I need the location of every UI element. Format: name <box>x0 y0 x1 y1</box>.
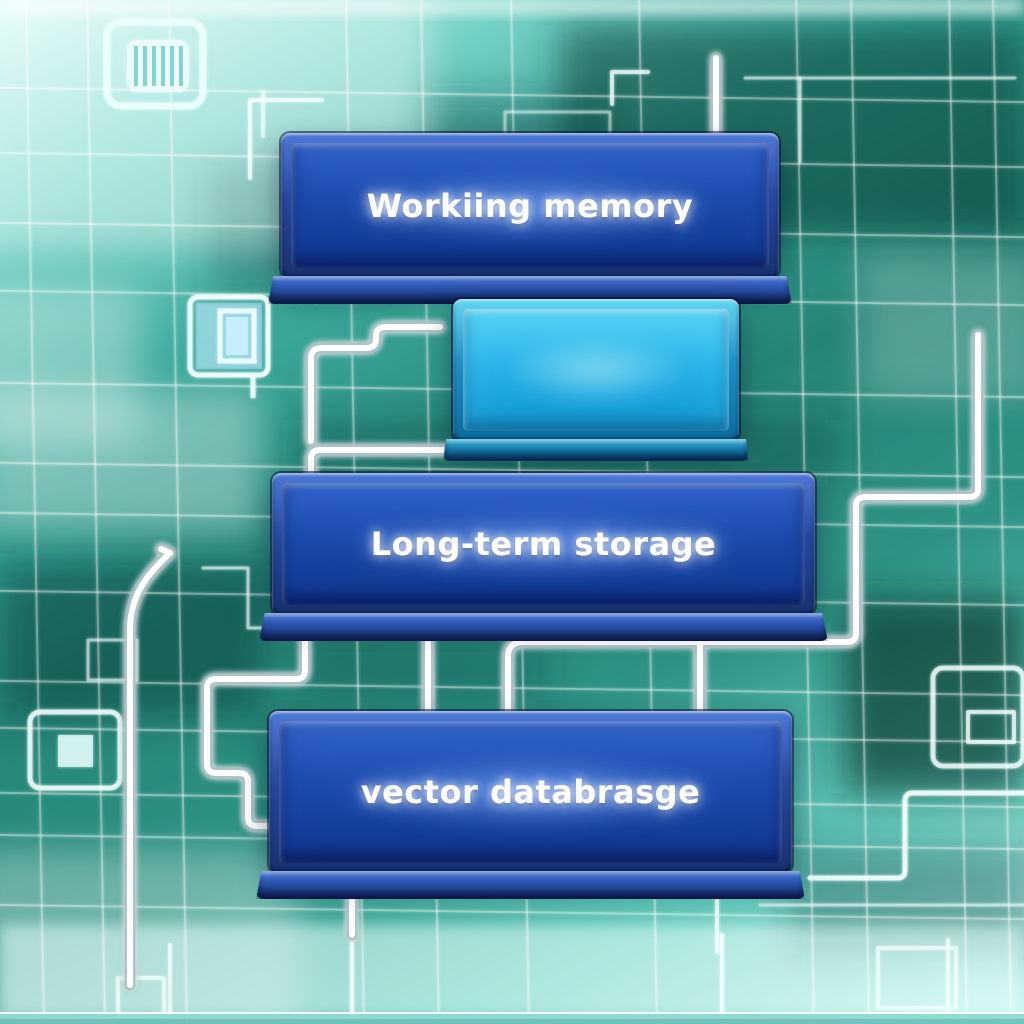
glow-outlines <box>27 70 1024 1018</box>
node-working-memory-face: Workiing memory <box>291 143 769 268</box>
node-buffer <box>443 299 749 461</box>
maze-icon <box>187 294 271 398</box>
node-long-term-storage: Long-term storage <box>259 473 828 641</box>
node-long-term-storage-pedestal <box>259 613 828 641</box>
node-vector-database-pedestal <box>256 871 805 899</box>
node-working-memory: Workiing memory <box>268 133 792 304</box>
node-buffer-pedestal <box>443 439 749 461</box>
node-long-term-storage-face: Long-term storage <box>282 483 805 605</box>
node-long-term-storage-label: Long-term storage <box>370 525 717 563</box>
node-working-memory-label: Workiing memory <box>366 186 694 225</box>
bottom-edge-band <box>0 1012 1024 1024</box>
node-vector-database-face: vector databrasge <box>279 721 782 863</box>
node-vector-database: vector databrasge <box>256 711 805 899</box>
node-vector-database-label: vector databrasge <box>360 773 701 811</box>
chip-icon <box>103 18 207 110</box>
node-buffer-face <box>463 309 729 431</box>
